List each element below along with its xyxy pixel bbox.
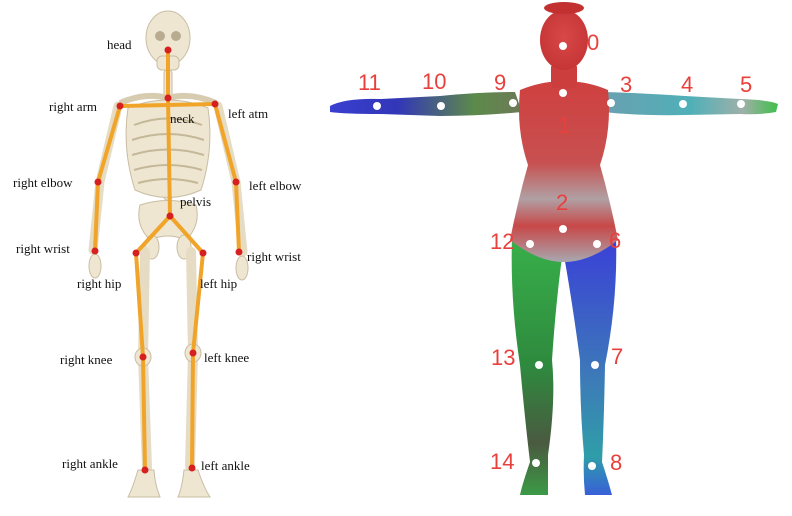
label-right-arm: right arm — [49, 100, 97, 113]
body-head — [540, 10, 588, 70]
skeleton-limb-lines — [95, 50, 239, 470]
number-6: 6 — [609, 230, 621, 252]
number-14: 14 — [490, 451, 514, 473]
joint-left-elbow — [233, 179, 240, 186]
keypoint-9 — [509, 99, 517, 107]
joint-right-hip — [133, 250, 140, 257]
keypoint-0 — [559, 42, 567, 50]
joint-left-ankle — [189, 465, 196, 472]
label-head: head — [107, 38, 132, 51]
keypoint-13 — [535, 361, 543, 369]
body-mesh — [330, 2, 778, 495]
number-13: 13 — [491, 347, 515, 369]
joint-neck — [165, 95, 172, 102]
label-left-elbow: left elbow — [249, 179, 301, 192]
number-5: 5 — [740, 74, 752, 96]
joint-left-hip — [200, 250, 207, 257]
number-3: 3 — [620, 74, 632, 96]
label-right-elbow: right elbow — [13, 176, 73, 189]
keypoint-5 — [737, 100, 745, 108]
joint-left-arm — [212, 101, 219, 108]
number-9: 9 — [494, 72, 506, 94]
keypoint-2 — [559, 225, 567, 233]
keypoint-7 — [591, 361, 599, 369]
joint-right-elbow — [95, 179, 102, 186]
label-neck: neck — [170, 112, 195, 125]
body-leg-left-side — [563, 236, 616, 495]
label-left-ankle: left ankle — [201, 459, 250, 472]
label-right-knee: right knee — [60, 353, 112, 366]
keypoint-4 — [679, 100, 687, 108]
keypoint-10 — [437, 102, 445, 110]
number-11: 11 — [358, 72, 381, 94]
label-right-ankle: right ankle — [62, 457, 118, 470]
label-left-arm: left atm — [228, 107, 268, 120]
label-left-wrist: right wrist — [247, 250, 301, 263]
joint-right-arm — [117, 103, 124, 110]
number-12: 12 — [490, 231, 514, 253]
keypoint-6 — [593, 240, 601, 248]
number-0: 0 — [587, 32, 599, 54]
number-1: 1 — [558, 115, 570, 137]
joint-pelvis — [167, 213, 174, 220]
joint-right-ankle — [142, 467, 149, 474]
keypoint-3 — [607, 99, 615, 107]
keypoint-1 — [559, 89, 567, 97]
joint-left-wrist — [236, 249, 243, 256]
joint-right-knee — [140, 354, 147, 361]
label-right-hip: right hip — [77, 277, 121, 290]
keypoint-8 — [588, 462, 596, 470]
number-8: 8 — [610, 452, 622, 474]
number-7: 7 — [611, 346, 623, 368]
keypoint-14 — [532, 459, 540, 467]
joint-head — [165, 47, 172, 54]
label-right-wrist: right wrist — [16, 242, 70, 255]
keypoint-11 — [373, 102, 381, 110]
body-torso — [510, 82, 618, 262]
label-left-knee: left knee — [204, 351, 249, 364]
label-left-hip: left hip — [200, 277, 237, 290]
joint-right-wrist — [92, 248, 99, 255]
label-pelvis: pelvis — [180, 195, 211, 208]
number-2: 2 — [556, 192, 568, 214]
joint-left-knee — [190, 350, 197, 357]
number-4: 4 — [681, 74, 693, 96]
number-10: 10 — [422, 71, 446, 93]
keypoint-12 — [526, 240, 534, 248]
body-arm-right-side — [330, 92, 522, 116]
